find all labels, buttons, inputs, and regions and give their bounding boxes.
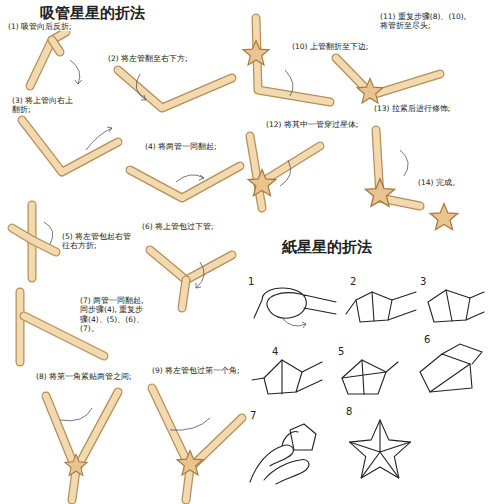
straw-steps [12,18,458,500]
step-caption: (10) 上管翻折至下边; [292,42,388,51]
step-number: 3 [420,276,426,289]
step-caption: (1) 吸管向后反折; [8,22,104,31]
step-number: 6 [424,334,430,347]
step-caption: (2) 将左管翻至右下方; [108,54,212,63]
step-caption: (6) 将上管包过下管; [142,222,238,231]
step-caption: (13) 拉紧后进行修饰; [374,104,470,113]
step-caption: (7) 两管一同翻起, 同步骤(4), 重复步骤(4)、(5)、(6)、(7)。 [80,296,144,334]
step-caption: (14) 完成。 [418,178,474,187]
step-caption: (5) 将左管包起右管往右方折; [62,232,136,251]
step-number: 1 [248,276,254,289]
step-caption: (9) 将左管包过第一个角; [152,366,256,375]
title: 吸管星星的折法 [40,4,145,23]
step-caption: (8) 将第一角紧贴两管之间; [36,372,148,381]
step-number: 7 [250,410,256,423]
step-number: 2 [350,276,356,289]
step-number: 8 [346,406,352,419]
step-number: 5 [338,346,344,359]
paper-star-steps [250,288,484,484]
section-title: 紙星星的折法 [282,238,372,257]
step-number: 4 [272,346,278,359]
step-caption: (12) 将其中一管穿过星体; [266,120,370,129]
step-caption: (3) 将上管向右上翻折; [12,96,78,115]
step-caption: (4) 将两管一同翻起; [145,142,241,151]
step-caption: (11) 重复步骤(8)、(10), 将管折至尽头; [380,12,472,31]
